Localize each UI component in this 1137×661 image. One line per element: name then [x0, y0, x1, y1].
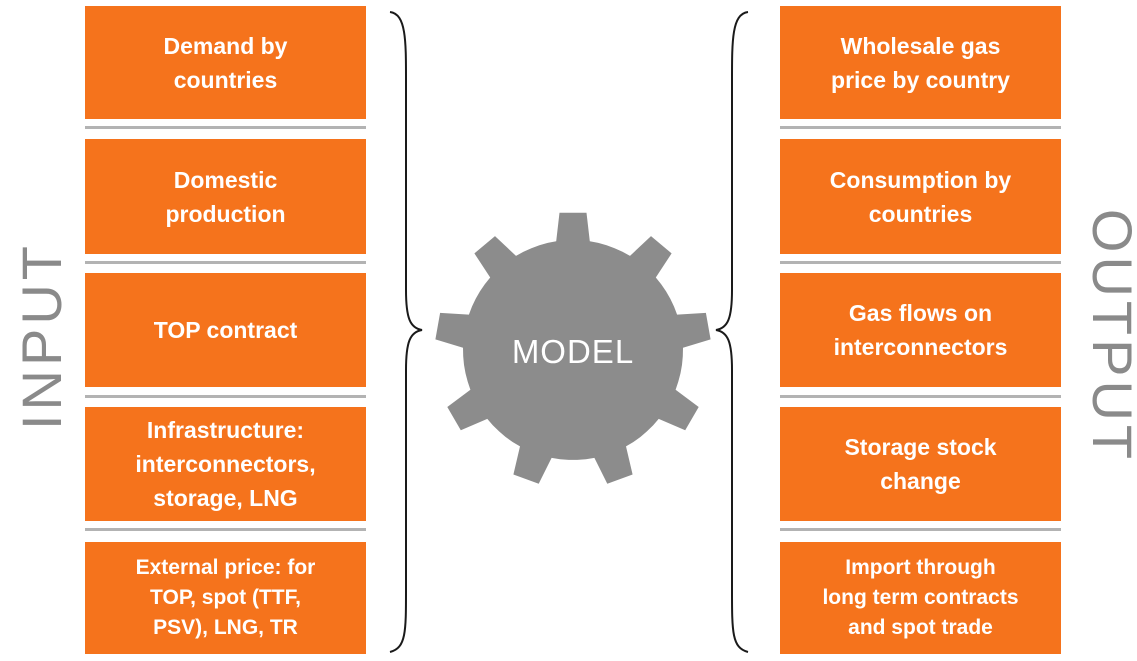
input-box-top-contract: TOP contract [85, 273, 366, 387]
model-label: MODEL [511, 333, 635, 370]
output-box-import: Import through long term contracts and s… [780, 542, 1061, 654]
output-divider-3 [780, 395, 1061, 398]
input-divider-3 [85, 395, 366, 398]
input-brace [389, 11, 423, 653]
input-box-external-price: External price: for TOP, spot (TTF, PSV)… [85, 542, 366, 654]
output-brace [715, 11, 749, 653]
output-divider-1 [780, 126, 1061, 129]
output-divider-2 [780, 261, 1061, 264]
input-divider-2 [85, 261, 366, 264]
output-box-wholesale-price: Wholesale gas price by country [780, 6, 1061, 119]
input-divider-1 [85, 126, 366, 129]
input-divider-4 [85, 528, 366, 531]
input-box-infrastructure: Infrastructure: interconnectors, storage… [85, 407, 366, 521]
output-box-gas-flows: Gas flows on interconnectors [780, 273, 1061, 387]
gear-shape [435, 212, 711, 484]
input-box-domestic-production: Domestic production [85, 139, 366, 254]
input-box-demand: Demand by countries [85, 6, 366, 119]
output-box-storage-stock: Storage stock change [780, 407, 1061, 521]
output-box-consumption: Consumption by countries [780, 139, 1061, 254]
gear-icon [435, 212, 711, 484]
output-divider-4 [780, 528, 1061, 531]
